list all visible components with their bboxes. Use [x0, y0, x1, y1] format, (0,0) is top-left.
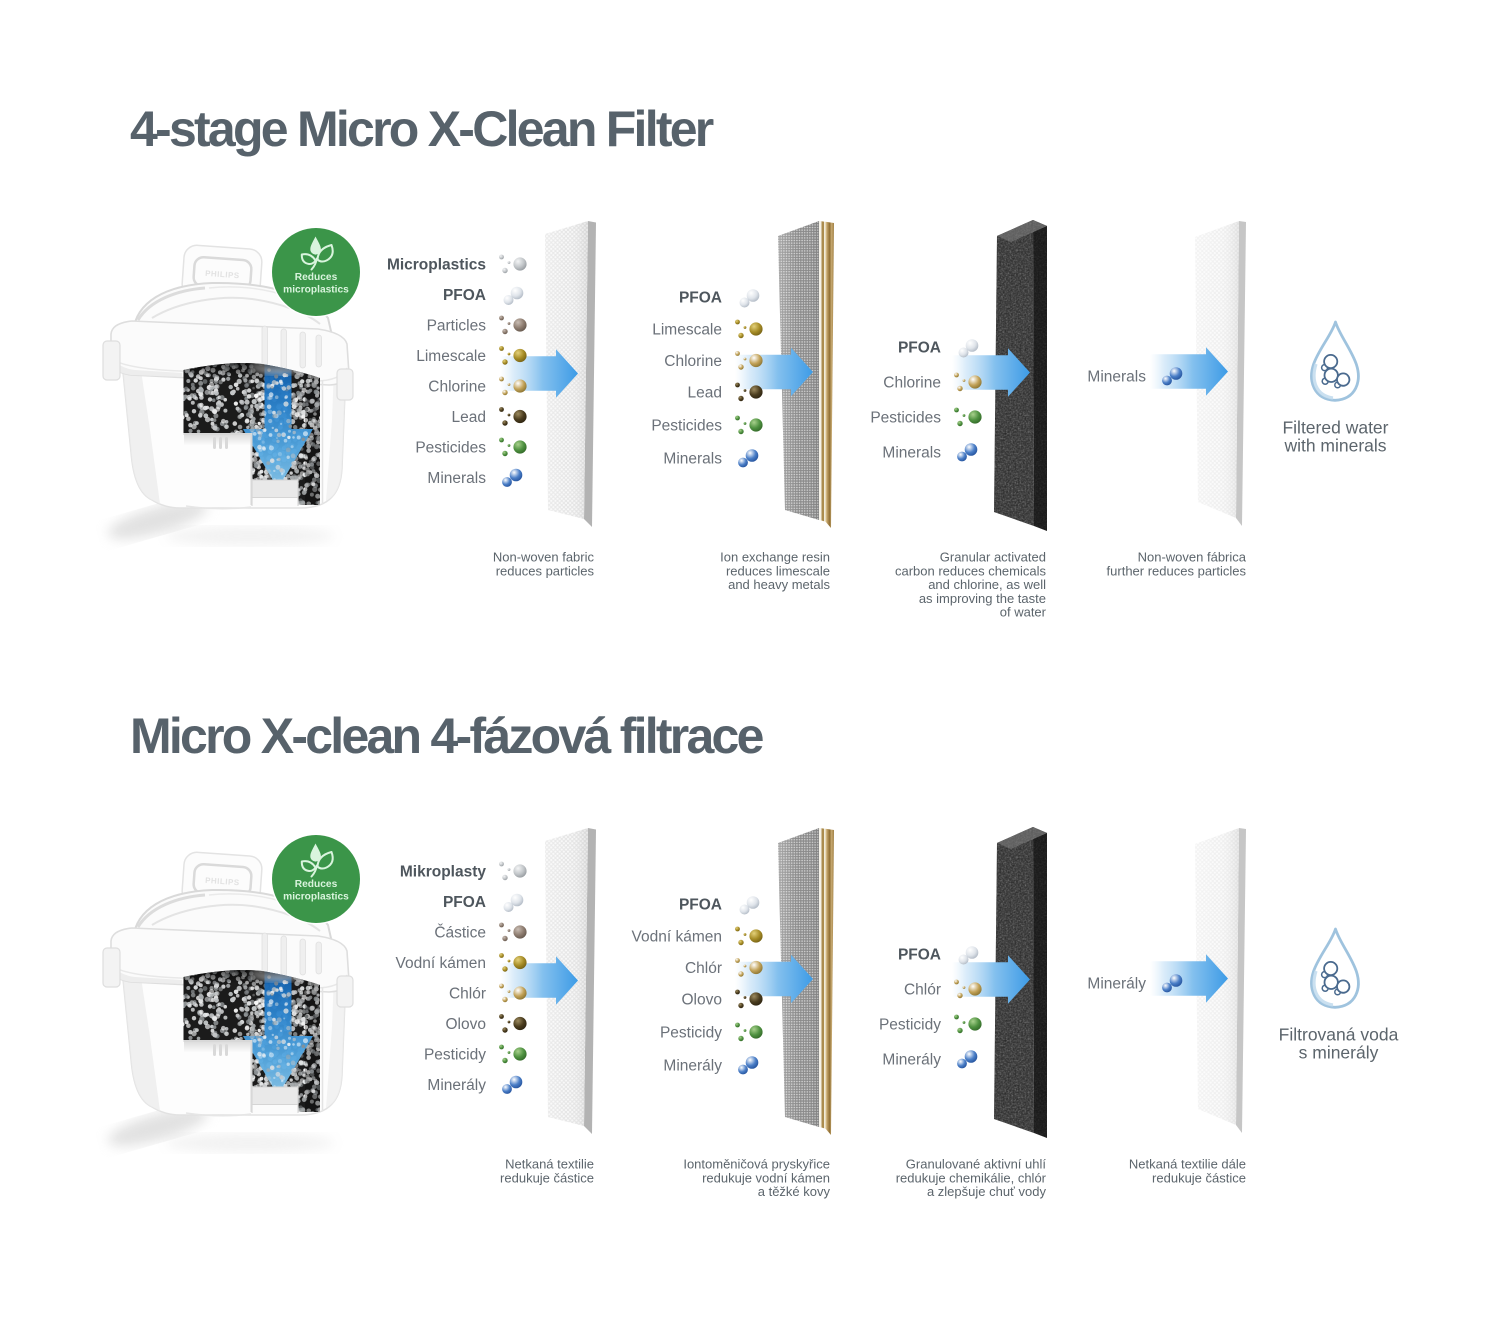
- svg-text:as improving the taste: as improving the taste: [919, 591, 1046, 606]
- svg-text:Vodní kámen: Vodní kámen: [396, 955, 486, 972]
- svg-text:and chlorine, as well: and chlorine, as well: [928, 577, 1046, 592]
- svg-text:Netkaná textilie dále: Netkaná textilie dále: [1129, 1157, 1246, 1172]
- svg-text:Non-woven fábrica: Non-woven fábrica: [1138, 550, 1247, 565]
- svg-text:reduces particles: reduces particles: [496, 563, 595, 578]
- svg-text:Minerály: Minerály: [1087, 976, 1146, 993]
- svg-text:Reduces: Reduces: [295, 879, 338, 890]
- svg-text:Pesticidy: Pesticidy: [879, 1017, 941, 1034]
- svg-text:Granulované aktivní uhlí: Granulované aktivní uhlí: [906, 1157, 1047, 1172]
- svg-text:Minerály: Minerály: [427, 1077, 486, 1094]
- svg-text:Chlorine: Chlorine: [428, 379, 486, 396]
- svg-text:a zlepšuje chuť vody: a zlepšuje chuť vody: [927, 1184, 1047, 1199]
- svg-text:Chlór: Chlór: [685, 960, 722, 977]
- svg-text:PFOA: PFOA: [679, 897, 722, 914]
- svg-text:Granular activated: Granular activated: [940, 550, 1046, 565]
- svg-text:PFOA: PFOA: [679, 290, 722, 307]
- svg-text:Minerály: Minerály: [882, 1052, 941, 1069]
- svg-text:Pesticidy: Pesticidy: [424, 1047, 486, 1064]
- svg-text:Microplastics: Microplastics: [387, 257, 486, 274]
- svg-text:Minerals: Minerals: [882, 445, 941, 462]
- svg-text:Ion exchange resin: Ion exchange resin: [720, 550, 830, 565]
- svg-text:redukuje vodní kámen: redukuje vodní kámen: [702, 1170, 830, 1185]
- svg-text:Iontoměničová pryskyřice: Iontoměničová pryskyřice: [683, 1157, 830, 1172]
- svg-text:s minerály: s minerály: [1299, 1043, 1379, 1063]
- svg-text:further reduces particles: further reduces particles: [1107, 563, 1247, 578]
- svg-text:Mikroplasty: Mikroplasty: [400, 864, 487, 881]
- svg-text:PFOA: PFOA: [443, 894, 486, 911]
- svg-text:Minerals: Minerals: [427, 470, 486, 487]
- svg-text:Minerals: Minerals: [663, 451, 722, 468]
- svg-text:redukuje chemikálie, chlór: redukuje chemikálie, chlór: [896, 1170, 1047, 1185]
- svg-text:4-stage Micro X-Clean Filter: 4-stage Micro X-Clean Filter: [130, 101, 714, 157]
- svg-text:Micro X-clean 4-fázová filtrac: Micro X-clean 4-fázová filtrace: [130, 708, 764, 764]
- svg-text:carbon reduces chemicals: carbon reduces chemicals: [895, 563, 1047, 578]
- svg-text:Particles: Particles: [427, 318, 487, 335]
- svg-text:Chlorine: Chlorine: [883, 375, 941, 392]
- svg-text:Olovo: Olovo: [446, 1016, 487, 1033]
- svg-text:Částice: Částice: [434, 925, 486, 942]
- svg-text:redukuje částice: redukuje částice: [500, 1170, 594, 1185]
- svg-text:Chlorine: Chlorine: [664, 353, 722, 370]
- svg-text:Vodní kámen: Vodní kámen: [632, 929, 722, 946]
- svg-text:Pesticides: Pesticides: [651, 418, 722, 435]
- svg-text:Non-woven fabric: Non-woven fabric: [493, 550, 595, 565]
- svg-text:Reduces: Reduces: [295, 272, 338, 283]
- svg-text:reduces limescale: reduces limescale: [726, 563, 830, 578]
- svg-text:Limescale: Limescale: [652, 322, 722, 339]
- svg-text:Netkaná textilie: Netkaná textilie: [505, 1157, 594, 1172]
- svg-text:Filtrovaná voda: Filtrovaná voda: [1279, 1025, 1399, 1045]
- svg-text:Filtered water: Filtered water: [1282, 418, 1388, 438]
- svg-text:microplastics: microplastics: [283, 285, 349, 296]
- svg-text:Minerals: Minerals: [1087, 369, 1146, 386]
- svg-text:PFOA: PFOA: [898, 340, 941, 357]
- svg-text:Limescale: Limescale: [416, 348, 486, 365]
- svg-text:PFOA: PFOA: [443, 287, 486, 304]
- svg-text:Minerály: Minerály: [663, 1058, 722, 1075]
- svg-text:Pesticides: Pesticides: [415, 440, 486, 457]
- svg-text:a těžké kovy: a těžké kovy: [758, 1184, 831, 1199]
- svg-text:PFOA: PFOA: [898, 947, 941, 964]
- svg-text:of water: of water: [1000, 605, 1047, 620]
- svg-text:Lead: Lead: [688, 385, 722, 402]
- svg-text:and heavy metals: and heavy metals: [728, 577, 830, 592]
- svg-text:Lead: Lead: [452, 409, 486, 426]
- svg-text:with minerals: with minerals: [1283, 436, 1386, 456]
- svg-text:Pesticidy: Pesticidy: [660, 1025, 722, 1042]
- svg-text:Chlór: Chlór: [904, 982, 941, 999]
- svg-text:Chlór: Chlór: [449, 986, 486, 1003]
- svg-text:Olovo: Olovo: [682, 992, 723, 1009]
- svg-text:microplastics: microplastics: [283, 892, 349, 903]
- svg-text:redukuje částice: redukuje částice: [1152, 1170, 1246, 1185]
- svg-text:Pesticides: Pesticides: [870, 410, 941, 427]
